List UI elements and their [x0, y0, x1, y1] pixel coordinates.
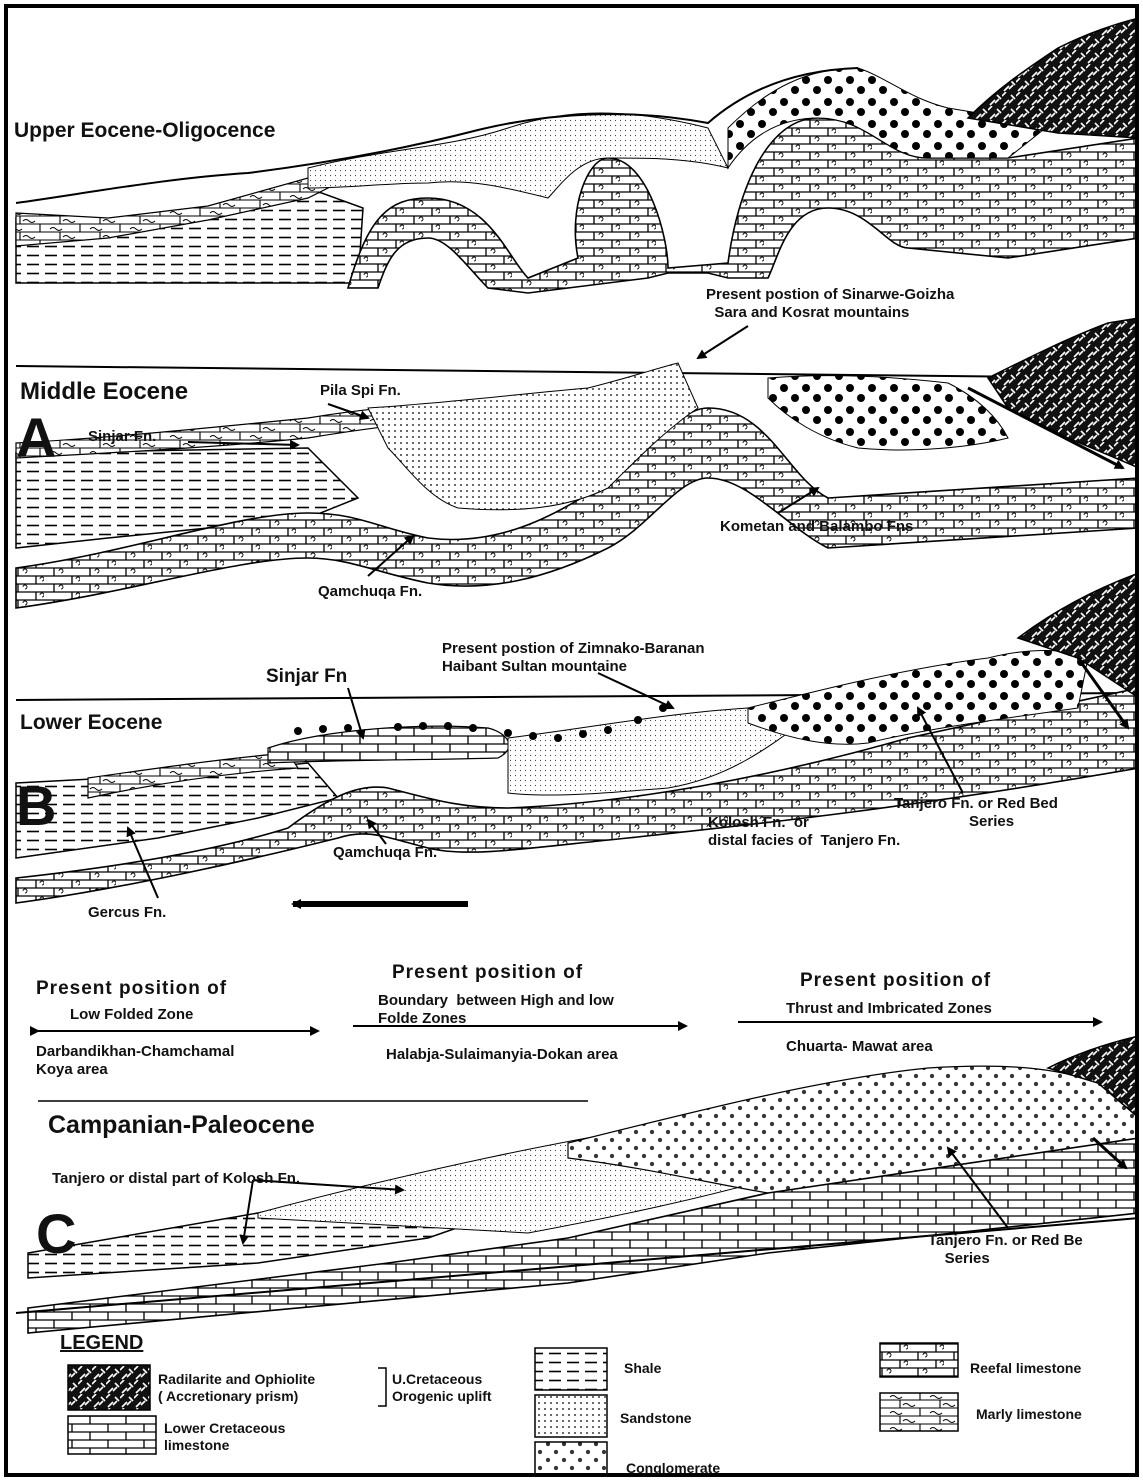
position-area-3: Chuarta- Mawat area — [786, 1038, 933, 1056]
sinarwe-label: Present postion of Sinarwe-Goizha Sara a… — [706, 286, 954, 322]
qamchuqa-a-label: Qamchuqa Fn. — [318, 583, 422, 601]
section-letter-b: B — [16, 778, 56, 834]
sinjar-a-label: Sinjar Fn. — [88, 428, 156, 446]
zimnako-label: Present postion of Zimnako-Baranan Haiba… — [442, 640, 705, 676]
legend-conglomerate-label: Conglomerate — [626, 1460, 720, 1477]
upper-eocene-section — [16, 18, 1139, 293]
position-area-1: Darbandikhan-Chamchamal Koya area — [36, 1043, 234, 1079]
kometan-label: Kometan and Balambo Fns — [720, 518, 913, 536]
tanjero-distal-label: Tanjero or distal part of Kolosh Fn. — [52, 1170, 300, 1188]
legend-conglomerate-swatch — [535, 1442, 607, 1477]
position-area-2: Halabja-Sulaimanyia-Dokan area — [386, 1046, 618, 1064]
legend-marly-label: Marly limestone — [976, 1406, 1082, 1423]
legend-shale-swatch — [535, 1348, 607, 1390]
middle-eocene-title: Middle Eocene — [20, 378, 188, 407]
legend-lower-cret-label: Lower Cretaceous limestone — [164, 1420, 285, 1454]
middle-eocene-section — [16, 318, 1139, 608]
legend-shale-label: Shale — [624, 1360, 661, 1377]
figure-frame: Upper Eocene-Oligocence Present postion … — [4, 4, 1139, 1477]
gercus-label: Gercus Fn. — [88, 904, 166, 922]
tanjero-c-label: Tanjero Fn. or Red Be Series — [928, 1232, 1083, 1268]
legend-reefal-swatch — [880, 1343, 958, 1377]
middle-conglomerate-fan — [768, 376, 1008, 450]
middle-ophiolite-mountain — [988, 318, 1139, 468]
legend-sandstone-label: Sandstone — [620, 1410, 692, 1427]
upper-eocene-title: Upper Eocene-Oligocence — [14, 118, 275, 143]
position-heading-2: Present position of — [392, 962, 583, 985]
pointer-sinarwe — [698, 326, 748, 358]
middle-sea-level-line — [16, 366, 1139, 378]
pointer-zimnako — [598, 673, 673, 708]
tanjero-b-label: Tanjero Fn. or Red Bed Series — [894, 795, 1058, 831]
position-heading-3: Present position of — [800, 970, 991, 993]
position-zone-2: Boundary between High and low Folde Zone… — [378, 992, 614, 1028]
legend-bracket — [378, 1368, 386, 1406]
lower-eocene-title: Lower Eocene — [20, 710, 162, 735]
position-zone-1: Low Folded Zone — [70, 1006, 193, 1024]
legend-lower-cret-swatch — [68, 1416, 156, 1454]
section-letter-a: A — [16, 410, 56, 466]
pila-spi-label: Pila Spi Fn. — [320, 382, 401, 400]
position-zone-3: Thrust and Imbricated Zones — [786, 1000, 992, 1018]
upper-sandstone-wedge — [308, 113, 728, 198]
legend-reefal-label: Reefal limestone — [970, 1360, 1081, 1377]
qamchuqa-b-label: Qamchuqa Fn. — [333, 844, 437, 862]
position-heading-1: Present position of — [36, 978, 227, 1001]
legend-ophiolite-swatch — [68, 1365, 150, 1410]
legend-sandstone-swatch — [535, 1395, 607, 1437]
section-letter-c: C — [36, 1206, 76, 1262]
legend-title: LEGEND — [60, 1331, 143, 1355]
kolosh-label: Kolosh Fn. or distal facies of Tanjero F… — [708, 814, 900, 850]
legend-marly-swatch — [880, 1393, 958, 1431]
legend-ucretaceous-label: U.Cretaceous Orogenic uplift — [392, 1371, 492, 1405]
upper-ophiolite-mountain — [968, 18, 1139, 138]
legend-radiolarite-label: Radilarite and Ophiolite ( Accretionary … — [158, 1371, 315, 1405]
lower-eocene-section — [16, 573, 1139, 903]
campanian-title: Campanian-Paleocene — [48, 1110, 315, 1140]
sinjar-b-label: Sinjar Fn — [266, 666, 347, 689]
